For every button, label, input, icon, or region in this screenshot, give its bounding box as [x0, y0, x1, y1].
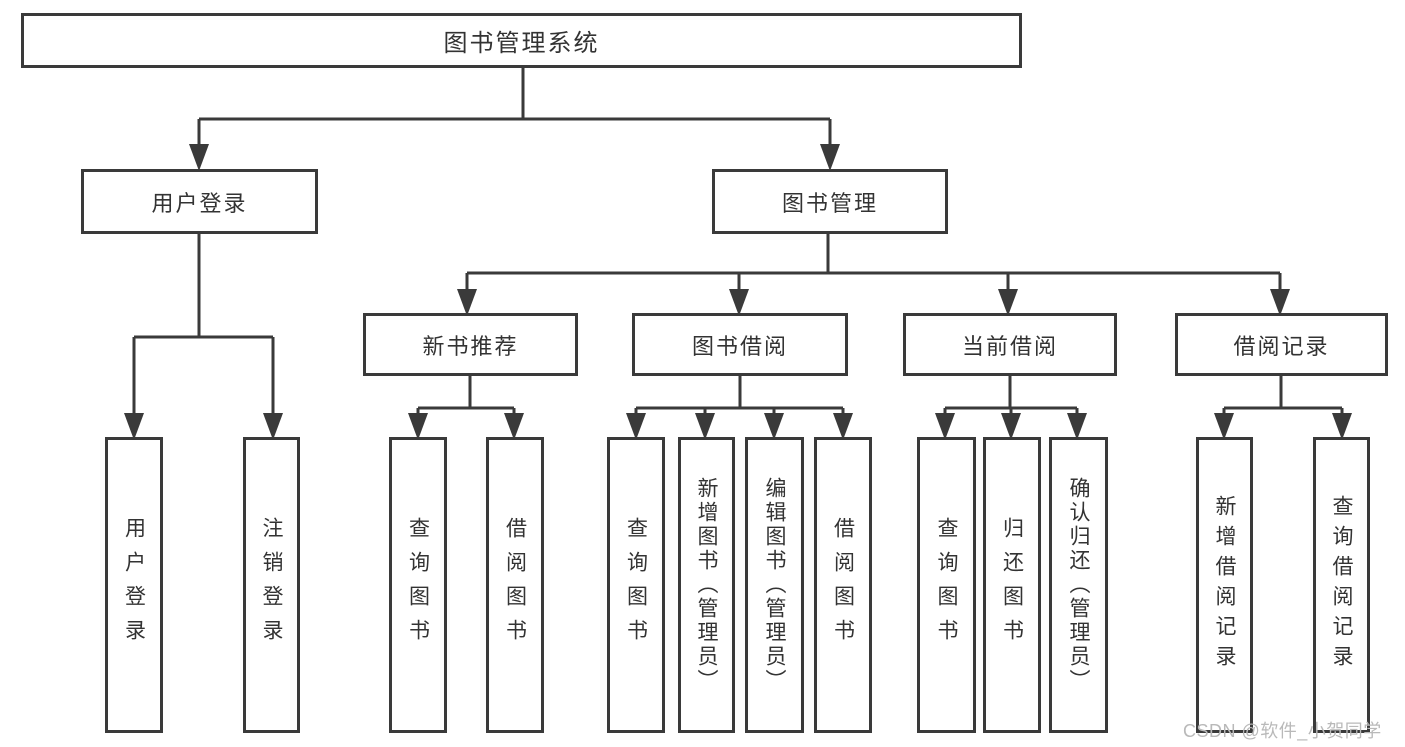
- arrow-head: [124, 413, 144, 440]
- leaf-borrow-books-borrowing: 借阅图书: [814, 437, 872, 733]
- leaf-label: 用户登录: [122, 517, 146, 653]
- connector-borrowing-records-to-leaves: [1222, 376, 1344, 416]
- arrow-head: [504, 413, 524, 440]
- leaf-label: 查询图书: [624, 517, 648, 653]
- node-label: 用户登录: [151, 190, 248, 216]
- node-current-borrowing: 当前借阅: [903, 313, 1117, 376]
- leaf-user-login: 用户登录: [105, 437, 163, 733]
- leaf-add-book-admin: 新增图书（管理员）: [678, 437, 735, 733]
- leaf-query-books-recommend: 查询图书: [389, 437, 447, 733]
- arrow-head: [1067, 413, 1087, 440]
- arrow-head: [764, 413, 784, 440]
- leaf-edit-book-admin: 编辑图书（管理员）: [745, 437, 804, 733]
- leaf-label: 查询图书: [935, 517, 958, 653]
- arrow-head: [1214, 413, 1234, 440]
- leaf-label: 注销登录: [260, 517, 283, 653]
- node-book-borrowing: 图书借阅: [632, 313, 848, 376]
- leaf-label: 查询借阅记录: [1330, 495, 1353, 675]
- leaf-query-books-borrowing: 查询图书: [607, 437, 665, 733]
- arrow-head: [1332, 413, 1352, 440]
- arrow-head: [998, 289, 1018, 316]
- arrow-head: [1270, 289, 1290, 316]
- connector-book-management-to-level2: [465, 234, 1282, 294]
- arrow-head: [820, 144, 840, 171]
- leaf-label: 新增图书（管理员）: [695, 477, 718, 693]
- leaf-label: 确认归还（管理员）: [1067, 477, 1090, 693]
- leaf-add-borrow-record: 新增借阅记录: [1196, 437, 1253, 733]
- node-borrowing-records: 借阅记录: [1175, 313, 1388, 376]
- node-label: 当前借阅: [961, 333, 1058, 359]
- node-label: 图书借阅: [691, 333, 788, 359]
- node-label: 新书推荐: [422, 333, 519, 359]
- arrow-head: [189, 144, 209, 171]
- connector-root-to-level1: [197, 68, 832, 148]
- node-label: 借阅记录: [1233, 333, 1330, 359]
- node-user-login: 用户登录: [81, 169, 318, 234]
- leaf-label: 新增借阅记录: [1213, 495, 1236, 675]
- leaf-logout: 注销登录: [243, 437, 300, 733]
- connector-user-login-to-leaves: [132, 234, 275, 414]
- leaf-label: 编辑图书（管理员）: [763, 477, 786, 693]
- arrow-head: [1001, 413, 1021, 440]
- arrow-head: [408, 413, 428, 440]
- arrow-head: [695, 413, 715, 440]
- connector-book-borrowing-to-leaves: [634, 376, 845, 416]
- node-library-system: 图书管理系统: [21, 13, 1022, 68]
- leaf-label: 借阅图书: [831, 517, 855, 653]
- arrow-head: [263, 413, 283, 440]
- leaf-query-books-current: 查询图书: [917, 437, 976, 733]
- arrow-head: [457, 289, 477, 316]
- arrow-head: [935, 413, 955, 440]
- leaf-label: 查询图书: [406, 517, 430, 653]
- connector-new-book-recommend-to-leaves: [416, 376, 516, 416]
- leaf-return-books: 归还图书: [983, 437, 1041, 733]
- node-label: 图书管理: [781, 190, 878, 216]
- node-new-book-recommend: 新书推荐: [363, 313, 578, 376]
- connector-current-borrowing-to-leaves: [943, 376, 1079, 416]
- leaf-borrow-books-recommend: 借阅图书: [486, 437, 544, 733]
- leaf-query-borrow-record: 查询借阅记录: [1313, 437, 1370, 733]
- arrow-head: [626, 413, 646, 440]
- node-book-management: 图书管理: [712, 169, 948, 234]
- arrow-head: [729, 289, 749, 316]
- node-label: 图书管理系统: [443, 30, 600, 57]
- leaf-label: 借阅图书: [503, 517, 527, 653]
- leaf-confirm-return-admin: 确认归还（管理员）: [1049, 437, 1108, 733]
- leaf-label: 归还图书: [1000, 517, 1024, 653]
- csdn-watermark: CSDN @软件_小贺同学: [1183, 721, 1382, 741]
- arrow-head: [833, 413, 853, 440]
